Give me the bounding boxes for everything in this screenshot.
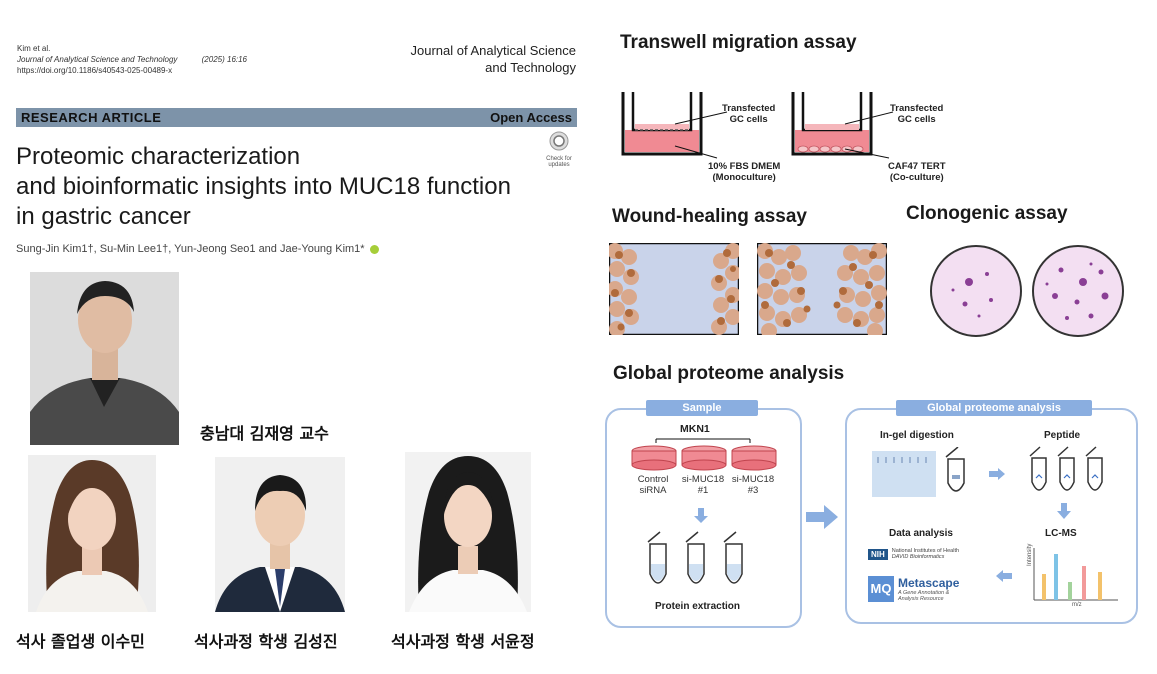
clonogenic-title: Clonogenic assay <box>906 203 1068 224</box>
tubes-diagram <box>647 531 743 584</box>
dishes-diagram <box>631 438 777 471</box>
gel-diagram <box>872 447 965 497</box>
person1-caption: 석사 졸업생 이수민 <box>16 632 145 651</box>
transwell-co-diagram <box>791 92 894 159</box>
person2-photo <box>215 457 345 612</box>
check-updates-icon <box>549 131 569 151</box>
wound-panel-1 <box>609 243 739 335</box>
journal-ref: Journal of Analytical Science and Techno… <box>17 55 248 64</box>
cell-line-label: MKN1 <box>680 423 710 435</box>
open-access: Open Access <box>490 110 572 125</box>
author-short: Kim et al. <box>17 44 51 53</box>
analysis-header: Global proteome analysis <box>896 400 1092 416</box>
gel-to-peptide-arrow-icon <box>989 468 1005 480</box>
article-type: RESEARCH ARTICLE <box>21 110 162 125</box>
co-bottom-label: CAF47 TERT (Co-culture) <box>888 161 946 183</box>
doi-link[interactable]: https://doi.org/10.1186/s40543-025-00489… <box>17 66 173 75</box>
nih-david-logo: NIH National Institutes of Health DAVID … <box>868 548 959 560</box>
author-list: Sung-Jin Kim1†, Su-Min Lee1†, Yun-Jeong … <box>16 243 379 255</box>
co-top-label: Transfected GC cells <box>890 103 944 125</box>
spectrum-plot <box>1033 548 1118 601</box>
nih-badge: NIH <box>868 548 888 560</box>
lcms-to-data-arrow-icon <box>996 570 1012 582</box>
mono-bottom-label: 10% FBS DMEM (Monoculture) <box>708 161 781 183</box>
peptide-label: Peptide <box>1044 430 1081 441</box>
proteome-title: Global proteome analysis <box>613 363 845 384</box>
mq-badge: MQ <box>868 576 894 602</box>
transwell-title: Transwell migration assay <box>620 32 857 53</box>
x-axis-label: m/z <box>1072 602 1082 608</box>
in-gel-label: In-gel digestion <box>880 430 954 441</box>
transwell-mono-diagram <box>621 92 728 159</box>
person2-caption: 석사과정 학생 김성진 <box>194 632 338 651</box>
journal-name: Journal of Analytical Science and Techno… <box>410 43 576 75</box>
wound-panel-2 <box>757 243 887 335</box>
y-axis-label: Intensity <box>1027 543 1033 566</box>
person3-caption: 석사과정 학생 서윤정 <box>391 632 535 651</box>
metascape-logo: MQ Metascape A Gene Annotation & Analysi… <box>868 576 959 602</box>
right-arrow-icon <box>806 505 838 529</box>
wound-title: Wound-healing assay <box>612 206 807 227</box>
professor-caption: 충남대 김재영 교수 <box>200 424 329 443</box>
sample-header: Sample <box>646 400 758 416</box>
data-analysis-label: Data analysis <box>889 528 953 539</box>
person3-photo <box>405 452 531 612</box>
down-arrow-icon <box>694 508 708 523</box>
lcms-label: LC-MS <box>1045 528 1077 539</box>
peptide-tubes <box>1029 446 1103 491</box>
check-updates-badge[interactable]: Check for updates <box>542 131 576 168</box>
clonogenic-dish-2 <box>1032 245 1124 337</box>
protein-extraction-label: Protein extraction <box>655 601 741 612</box>
professor-photo <box>30 272 179 445</box>
orcid-icon[interactable] <box>369 244 379 254</box>
clonogenic-dish-1 <box>930 245 1022 337</box>
peptide-to-lcms-arrow-icon <box>1057 503 1071 519</box>
article-banner: RESEARCH ARTICLE Open Access <box>16 108 577 127</box>
paper-meta: Kim et al. Journal of Analytical Science… <box>17 43 247 76</box>
mono-top-label: Transfected GC cells <box>722 103 776 125</box>
person1-photo <box>28 455 156 612</box>
paper-title: Proteomic characterization and bioinform… <box>16 143 511 230</box>
